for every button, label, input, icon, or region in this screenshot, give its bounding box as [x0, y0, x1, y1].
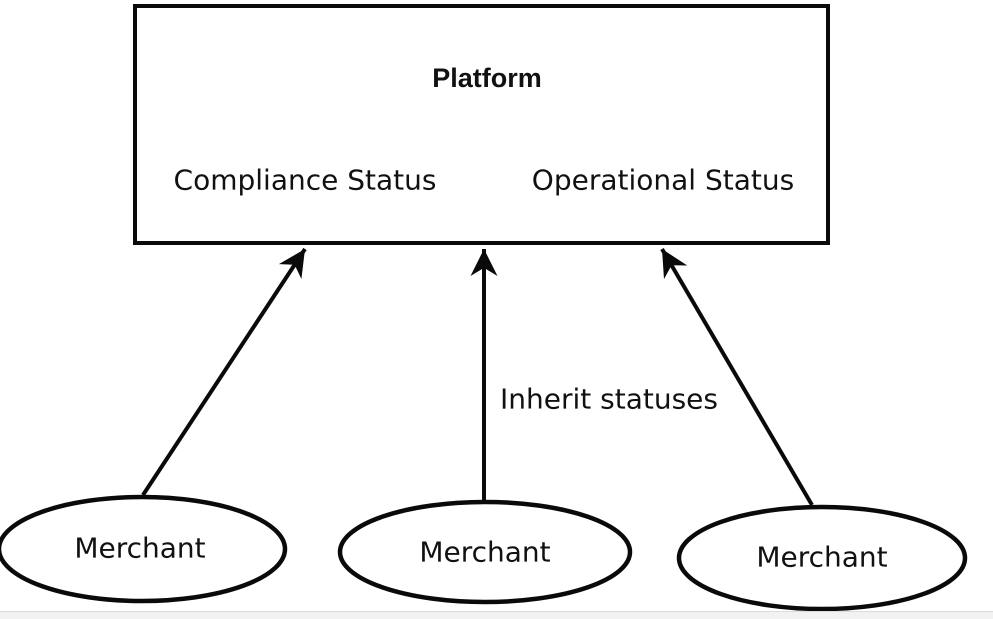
inherit-statuses-label: Inherit statuses — [500, 382, 718, 416]
arrow-right — [660, 247, 814, 507]
platform-box — [133, 4, 830, 245]
platform-title: Platform — [432, 63, 542, 94]
merchant-label-2: Merchant — [419, 535, 551, 569]
merchant-label-1: Merchant — [74, 531, 206, 565]
merchant-ellipse-2 — [337, 499, 633, 605]
merchant-label-3: Merchant — [756, 540, 888, 574]
arrow-left — [141, 247, 307, 497]
merchant-ellipse-1 — [0, 494, 288, 604]
footer-bar — [0, 611, 993, 619]
compliance-status-label: Compliance Status — [173, 163, 437, 197]
operational-status-label: Operational Status — [531, 163, 795, 197]
merchant-ellipse-3 — [676, 504, 968, 612]
